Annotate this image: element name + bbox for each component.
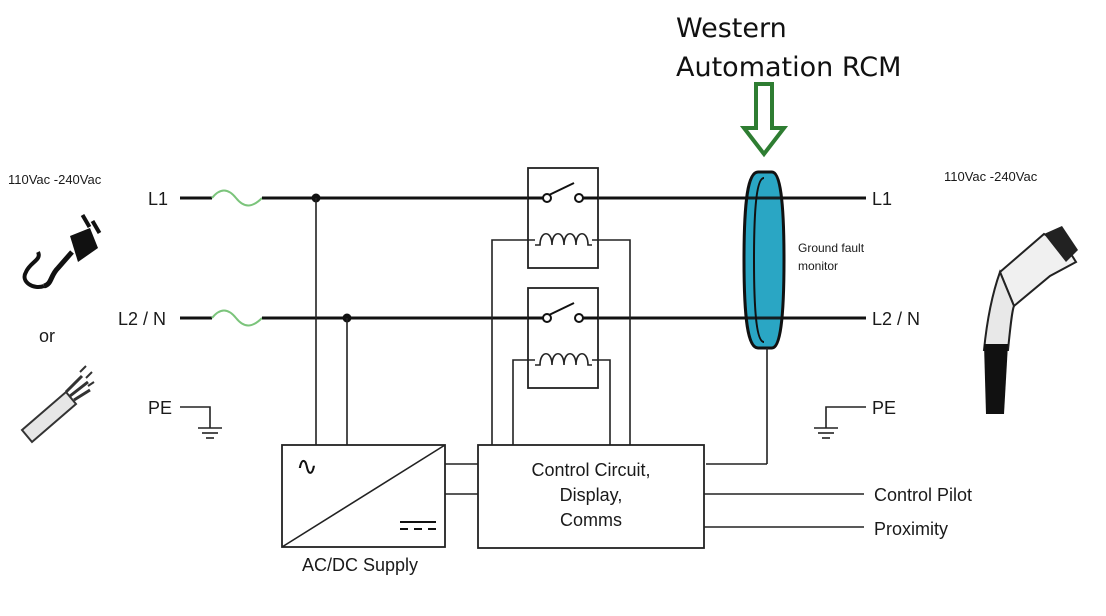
acdc-supply-block: ∿ [281, 444, 446, 548]
ground-fault-label-line1: Ground fault [798, 241, 865, 255]
relay-l1-icon [527, 167, 599, 269]
l1-left-label: L1 [148, 189, 168, 209]
ev-connector-icon [982, 226, 1078, 414]
acdc-supply-label: AC/DC Supply [302, 555, 418, 575]
voltage-right-label: 110Vac -240Vac [944, 169, 1038, 184]
plug-icon [22, 213, 102, 289]
ac-symbol-icon: ∿ [296, 452, 318, 482]
control-circuit-block [477, 444, 705, 549]
cable-icon [20, 365, 95, 444]
voltage-left-label: 110Vac -240Vac [8, 172, 102, 187]
pe-right-ground-icon [814, 406, 866, 439]
control-pilot-label: Control Pilot [874, 485, 972, 505]
title-line1: Western [676, 13, 787, 44]
control-label-line2: Display, [560, 485, 623, 505]
fuse-l2-icon [211, 309, 263, 327]
proximity-label: Proximity [874, 519, 948, 539]
l1-right-label: L1 [872, 189, 892, 209]
l2-right-label: L2 / N [872, 309, 920, 329]
relay-l2-icon [527, 287, 599, 389]
pe-left-label: PE [148, 398, 172, 418]
title-line2: Automation RCM [676, 52, 901, 83]
or-label: or [39, 326, 55, 346]
ground-fault-label-line2: monitor [798, 259, 838, 273]
pe-right-label: PE [872, 398, 896, 418]
control-label-line1: Control Circuit, [531, 460, 650, 480]
rcm-arrow-icon [739, 82, 789, 158]
pe-left-ground-icon [180, 406, 222, 439]
control-label-line3: Comms [560, 510, 622, 530]
fuse-l1-icon [211, 189, 263, 207]
l2-left-label: L2 / N [118, 309, 166, 329]
ground-fault-sensor [706, 170, 786, 465]
coil-control-wires [491, 239, 631, 445]
